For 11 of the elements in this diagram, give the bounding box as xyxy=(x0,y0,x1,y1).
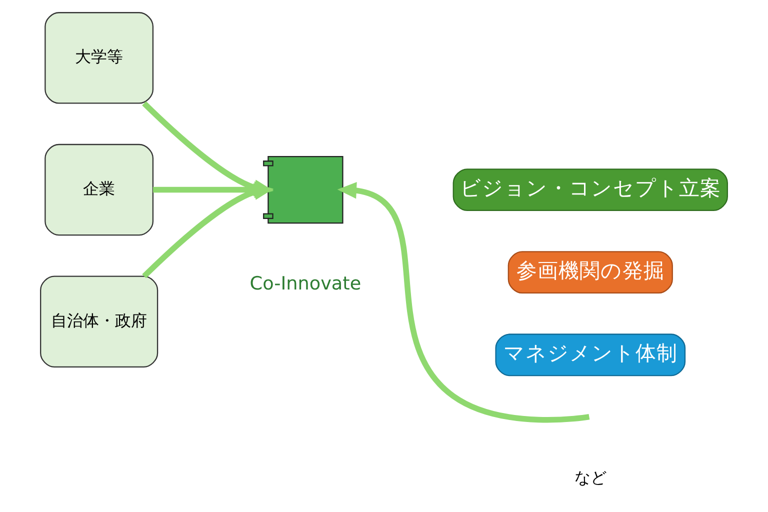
node-box: ビジョン・コンセプト立案 xyxy=(452,168,728,211)
node-box: 企業 xyxy=(44,144,154,236)
node-label: Co-Innovate xyxy=(250,273,362,294)
arrow xyxy=(337,182,590,423)
label: など xyxy=(574,468,606,487)
node-puzzle xyxy=(263,156,344,224)
node-box: 大学等 xyxy=(44,12,154,104)
arrow xyxy=(142,183,274,278)
node-box: 自治体・政府 xyxy=(40,276,158,368)
node-box: 参画機関の発掘 xyxy=(508,251,673,294)
node-box: マネジメント体制 xyxy=(495,334,686,376)
